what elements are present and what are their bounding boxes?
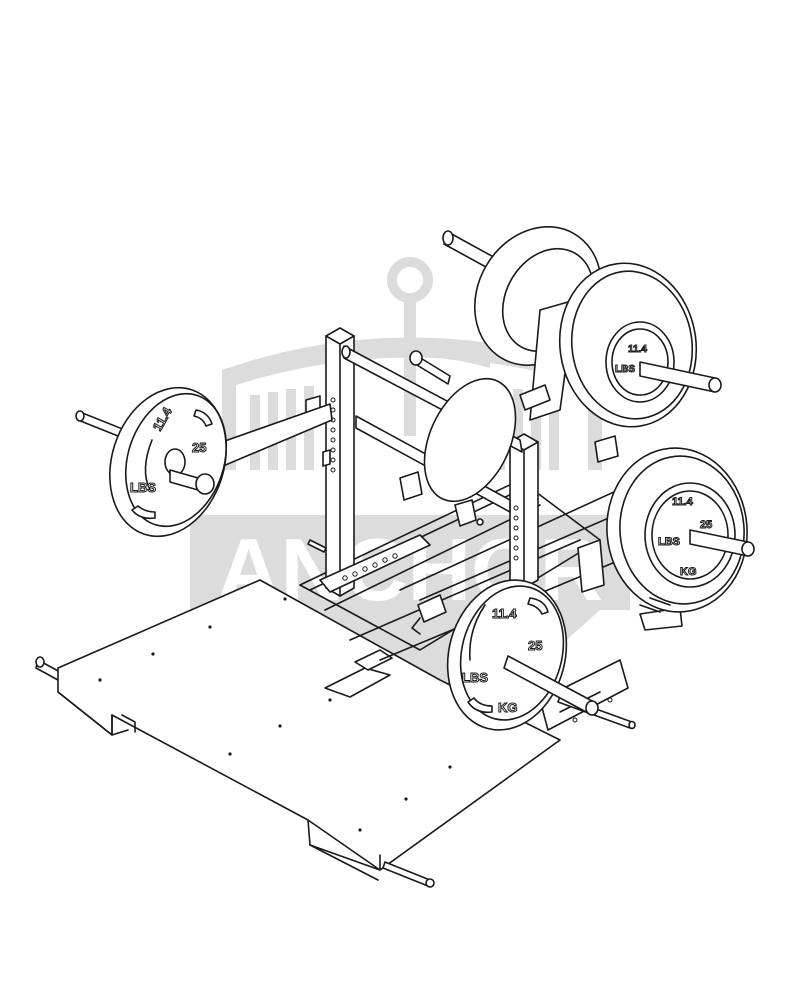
plate-label: 25	[700, 519, 712, 531]
plate-label: 11.4	[672, 496, 694, 508]
plate-label: 11.4	[628, 344, 647, 355]
plate-label: 11.4	[492, 606, 517, 621]
pop-pin-handle	[417, 594, 447, 623]
plate-label: LBS	[130, 480, 156, 495]
middle-right-weight-plate: 11.4 25 LBS KG	[606, 447, 755, 613]
rear-center-plate	[409, 350, 517, 503]
top-right-weight-plate: 11.4 LBS	[558, 262, 722, 428]
front-center-weight-plate: 11.4 25 LBS KG	[411, 579, 599, 731]
plate-label: 25	[528, 638, 542, 653]
plate-label: KG	[498, 700, 518, 715]
right-post-holes	[513, 505, 519, 561]
plate-label: LBS	[615, 364, 635, 375]
pad-block-left	[399, 471, 423, 501]
left-weight-plate: 11.4 25 LBS	[108, 386, 228, 538]
plate-label: 25	[192, 440, 206, 455]
plate-label: LBS	[462, 670, 488, 685]
plate-label: KG	[680, 566, 697, 578]
pad-block-right	[454, 499, 477, 527]
plate-label: LBS	[658, 536, 680, 548]
platform-bolts	[98, 597, 452, 832]
arm-holes	[342, 553, 398, 581]
platform-base	[35, 579, 561, 888]
